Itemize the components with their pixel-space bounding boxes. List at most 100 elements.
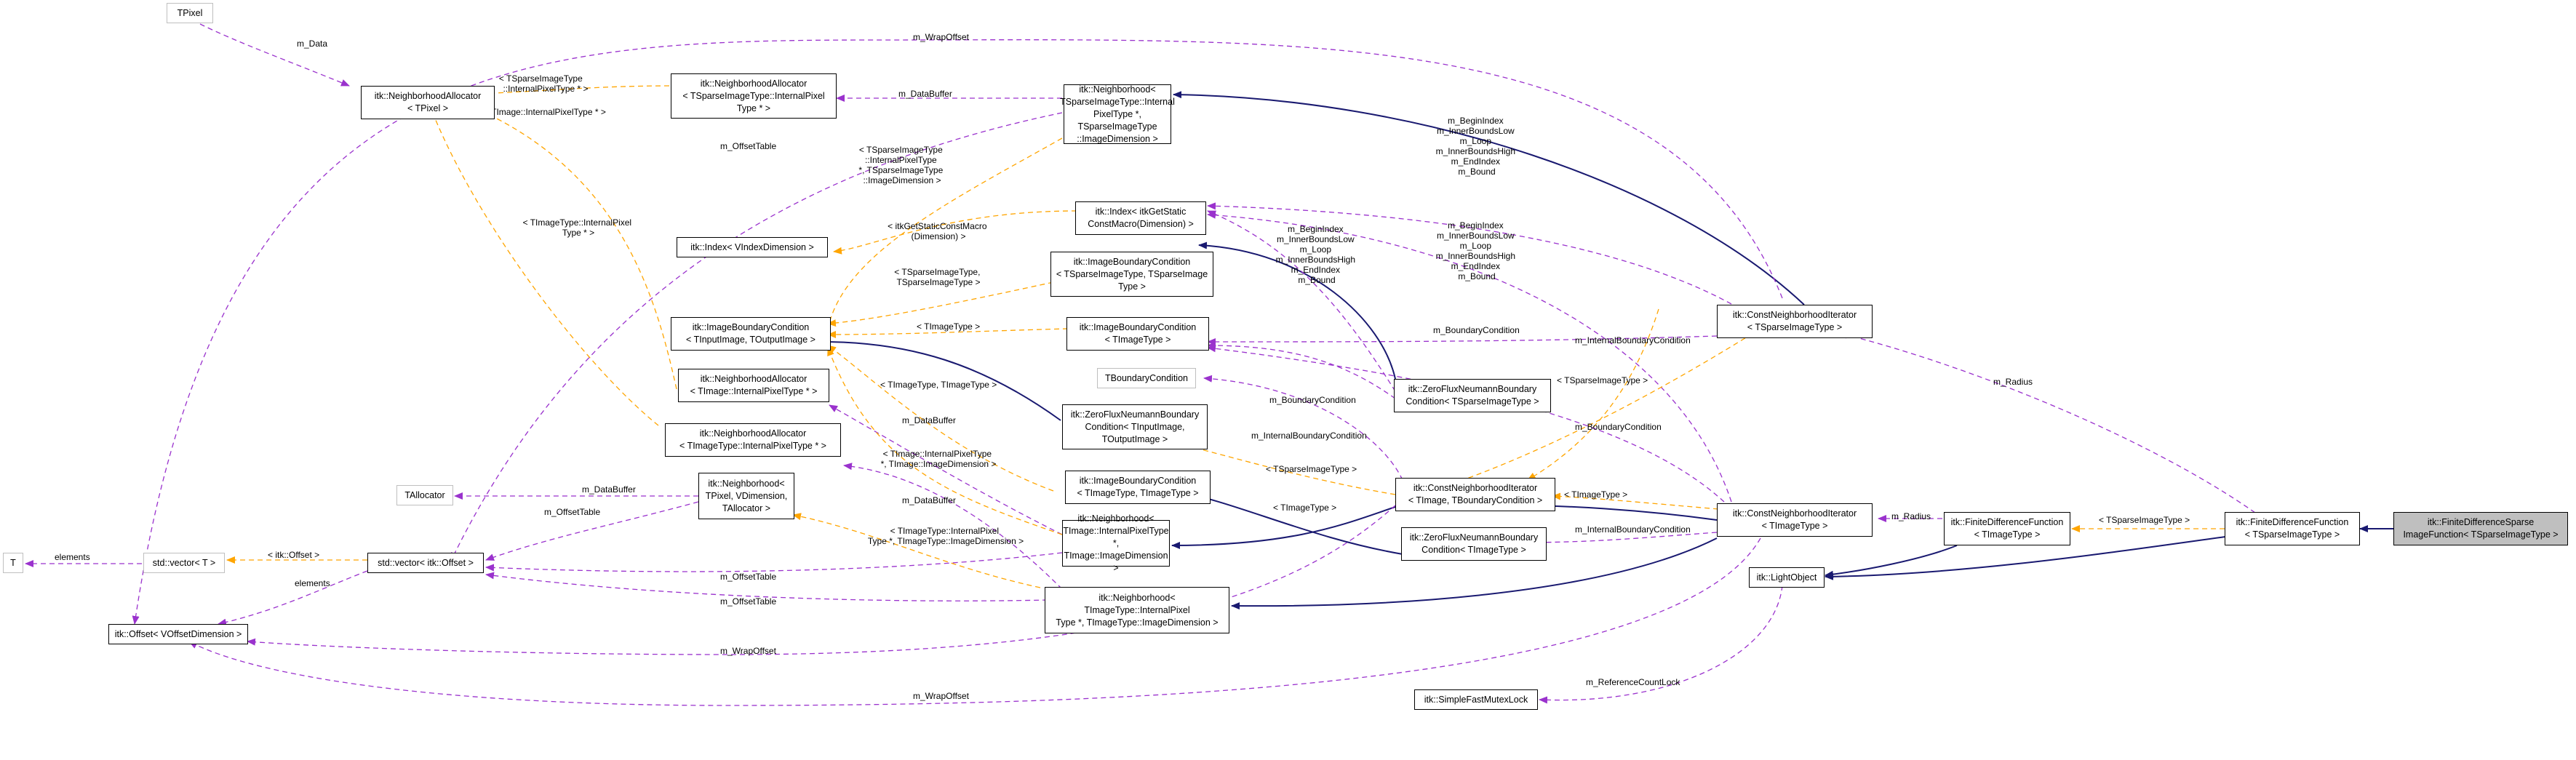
edge-tpl-allocator-timage <box>465 103 677 390</box>
node-std-vector-t[interactable]: std::vector< T > <box>143 553 225 573</box>
node-offset-voffset[interactable]: itk::Offset< VOffsetDimension > <box>108 624 248 644</box>
edge-zeroflux-sparse-to-bc-sparse <box>1198 241 1396 380</box>
label-m-offsettable-timagetype: m_OffsetTable <box>720 596 776 607</box>
label-line: m_InnerBoundsLow <box>1437 231 1515 241</box>
node-zeroflux-input-output[interactable]: itk::ZeroFluxNeumannBoundary Condition< … <box>1062 404 1208 449</box>
node-neighborhood-allocator-internal-2[interactable]: itk::NeighborhoodAllocator < TImageType:… <box>665 423 841 457</box>
label-line: m_EndIndex <box>1451 156 1500 167</box>
label-m-wrapoffset-top: m_WrapOffset <box>913 32 970 42</box>
edge-tpl-iter-sparse <box>1527 308 1659 481</box>
node-neighborhood-allocator-sparse[interactable]: itk::NeighborhoodAllocator < TSparseImag… <box>671 73 837 119</box>
label-m-radius-sparse: m_Radius <box>1993 377 2033 387</box>
edge-zeroflux-io-to-bc-io <box>821 338 1061 421</box>
label-line: ::InternalPixelType * > <box>503 84 588 94</box>
label-elements-t: elements <box>55 552 90 562</box>
node-light-object[interactable]: itk::LightObject <box>1749 567 1825 588</box>
node-neighborhood-timagetype[interactable]: itk::Neighborhood< TImageType::InternalP… <box>1045 587 1229 633</box>
label-tmpl-imagetype-bc: < TImageType > <box>1564 489 1627 500</box>
label-line: m_EndIndex <box>1291 265 1340 275</box>
node-neighborhood-allocator-internal-1[interactable]: itk::NeighborhoodAllocator < TImage::Int… <box>678 369 829 402</box>
edge-fdf-sparse-to-lightobject <box>1825 536 2226 580</box>
node-neighborhood-sparse[interactable]: itk::Neighborhood< TSparseImageType::Int… <box>1060 84 1175 144</box>
label-members-lower: m_BeginIndex m_InnerBoundsLow m_Loop m_I… <box>1276 224 1358 285</box>
node-zeroflux-image[interactable]: itk::ZeroFluxNeumannBoundary Condition< … <box>1401 527 1547 561</box>
edge-zeroflux-image-to-iter-image <box>1530 532 1718 546</box>
edge-mutex-to-lightobject <box>1539 585 1783 704</box>
label-m-databuffer-sparse: m_DataBuffer <box>898 89 952 99</box>
edge-iter-sparse-to-fdf-sparse <box>1838 331 2256 513</box>
node-tallocator[interactable]: TAllocator <box>396 485 453 505</box>
node-tpixel[interactable]: TPixel <box>167 3 213 23</box>
label-m-offsettable-timage: m_OffsetTable <box>720 572 776 582</box>
label-line: < TImageType::InternalPixel <box>523 217 632 228</box>
node-const-neighborhood-iterator-image-bc[interactable]: itk::ConstNeighborhoodIterator < TImage,… <box>1395 478 1555 511</box>
label-line: m_Loop <box>1300 244 1332 255</box>
label-line: m_EndIndex <box>1451 261 1500 271</box>
label-line: Type * > <box>562 228 594 238</box>
label-tmpl-timagetype-internal-dim: < TImageType::InternalPixel Type *, TIma… <box>868 526 1024 546</box>
label-m-internalboundarycondition-sparse: m_InternalBoundaryCondition <box>1575 335 1691 345</box>
node-const-neighborhood-iterator-sparse[interactable]: itk::ConstNeighborhoodIterator < TSparse… <box>1717 305 1873 338</box>
label-tmpl-sparse-sparse: < TSparseImageType, TSparseImageType > <box>894 267 983 287</box>
label-line: *, TImage::ImageDimension > <box>881 459 997 469</box>
edge-iter-image-to-neighborhood-timagetype <box>1231 537 1718 610</box>
label-line: < TSparseImageType <box>859 145 943 155</box>
label-tmpl-imagetype: < TImageType > <box>917 321 980 332</box>
node-boundary-condition-input-output[interactable]: itk::ImageBoundaryCondition < TInputImag… <box>671 317 831 351</box>
node-std-vector-offset[interactable]: std::vector< itk::Offset > <box>367 553 484 573</box>
edge-iter-bc-to-neighborhood-timage <box>1171 506 1396 549</box>
node-zeroflux-sparse[interactable]: itk::ZeroFluxNeumannBoundary Condition< … <box>1394 379 1551 412</box>
node-neighborhood-allocator-tpixel[interactable]: itk::NeighborhoodAllocator < TPixel > <box>361 86 495 119</box>
label-line: m_Bound <box>1298 275 1335 285</box>
inheritance-edges <box>821 91 2393 610</box>
label-line: *, TSparseImageType <box>858 165 943 175</box>
label-line: (Dimension) > <box>911 231 965 241</box>
label-m-boundarycondition-bc: m_BoundaryCondition <box>1269 395 1356 405</box>
label-m-boundarycondition-sparse: m_BoundaryCondition <box>1433 325 1520 335</box>
edge-index-to-zeroflux-sparse <box>1207 210 1396 392</box>
node-boundary-condition-sparse[interactable]: itk::ImageBoundaryCondition < TSparseIma… <box>1050 252 1213 297</box>
node-t[interactable]: T <box>3 553 23 573</box>
label-tmpl-sparse-zeroflux: < TSparseImageType > <box>1557 375 1648 385</box>
label-tmpl-timage-internal: < TImage::InternalPixelType * > <box>484 107 606 117</box>
node-finite-difference-sparse-image-function[interactable]: itk::FiniteDifferenceSparse ImageFunctio… <box>2393 512 2568 545</box>
edge-offset-table-tpixel <box>485 501 699 561</box>
node-const-neighborhood-iterator-image[interactable]: itk::ConstNeighborhoodIterator < TImageT… <box>1717 503 1873 537</box>
label-line: ::InternalPixelType <box>865 155 937 165</box>
label-line: m_InnerBoundsLow <box>1277 234 1355 244</box>
node-finite-difference-function-image[interactable]: itk::FiniteDifferenceFunction < TImageTy… <box>1944 512 2070 545</box>
label-line: < TImageType::InternalPixel <box>890 526 1000 536</box>
node-boundary-condition-image-image[interactable]: itk::ImageBoundaryCondition < TImageType… <box>1065 471 1211 504</box>
label-tmpl-sparse-internal: < TSparseImageType ::InternalPixelType *… <box>499 73 589 94</box>
label-m-databuffer-timagetype: m_DataBuffer <box>902 495 956 505</box>
label-m-data: m_Data <box>297 39 327 49</box>
label-line: < itkGetStaticConstMacro <box>888 221 987 231</box>
node-boundary-condition-image[interactable]: itk::ImageBoundaryCondition < TImageType… <box>1066 317 1209 351</box>
node-index-static[interactable]: itk::Index< itkGetStatic ConstMacro(Dime… <box>1075 201 1206 235</box>
label-line: m_Bound <box>1458 271 1495 281</box>
edge-offset-wrap-top <box>132 39 1783 625</box>
edge-bc-image-to-iter-sparse <box>1207 335 1718 345</box>
label-tmpl-sparse-internal-dim: < TSparseImageType ::InternalPixelType *… <box>858 145 945 185</box>
label-m-wrapoffset-mid: m_WrapOffset <box>720 646 777 656</box>
edge-tpl-bc-image-image <box>827 345 1054 492</box>
label-tmpl-imagetype-zeroflux: < TImageType > <box>1273 503 1336 513</box>
label-line: < TSparseImageType, <box>894 267 980 277</box>
label-line: m_BeginIndex <box>1288 224 1344 234</box>
edge-index-to-iter-sparse <box>1207 202 1732 305</box>
node-simple-fast-mutex-lock[interactable]: itk::SimpleFastMutexLock <box>1414 689 1538 710</box>
label-m-referencecountlock: m_ReferenceCountLock <box>1586 677 1680 687</box>
node-neighborhood-timage[interactable]: itk::Neighborhood< TImage::InternalPixel… <box>1062 513 1170 573</box>
label-line: ::ImageDimension > <box>863 175 941 185</box>
node-neighborhood-tpixel[interactable]: itk::Neighborhood< TPixel, VDimension, T… <box>698 473 794 519</box>
node-finite-difference-function-sparse[interactable]: itk::FiniteDifferenceFunction < TSparseI… <box>2225 512 2360 545</box>
edge-tpl-neighborhood-timagetype <box>792 513 1041 588</box>
edge-offset-table-timagetype <box>485 572 1048 601</box>
node-index-vindex[interactable]: itk::Index< VIndexDimension > <box>677 237 828 257</box>
label-tmpl-getstatic: < itkGetStaticConstMacro (Dimension) > <box>888 221 989 241</box>
label-tmpl-timage-internal-dim: < TImage::InternalPixelType *, TImage::I… <box>881 449 997 469</box>
edge-offset-wrap-bottom <box>188 537 1761 706</box>
node-tboundary-condition[interactable]: TBoundaryCondition <box>1097 368 1196 388</box>
label-m-internalboundarycondition-image: m_InternalBoundaryCondition <box>1575 524 1691 535</box>
